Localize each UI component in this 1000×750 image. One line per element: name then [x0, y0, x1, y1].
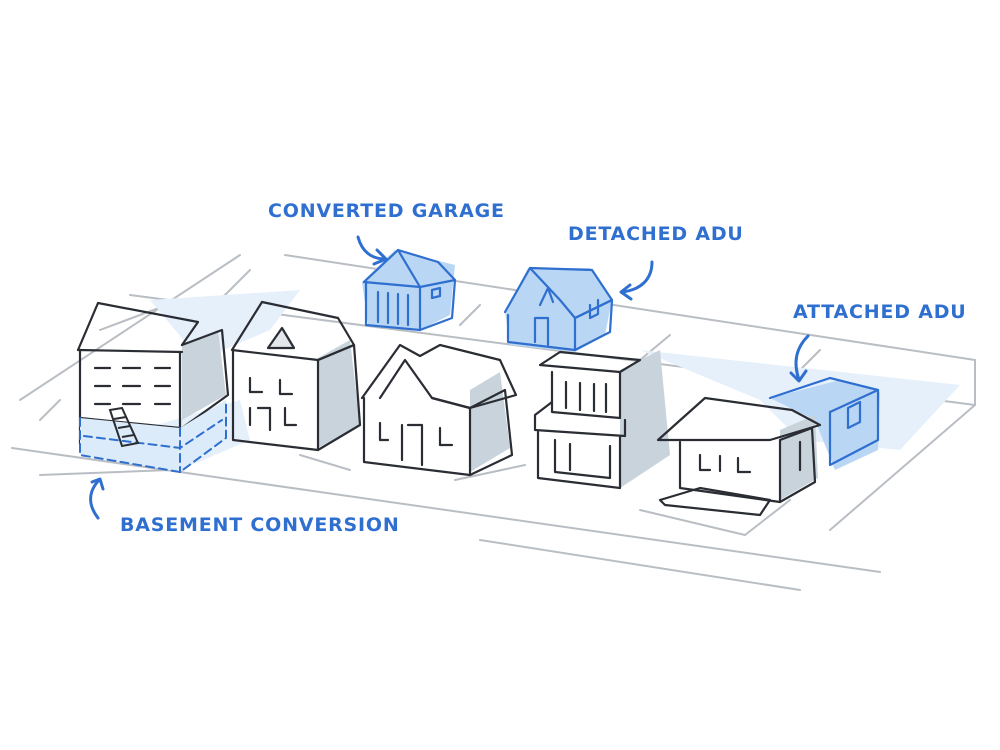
converted-garage [362, 248, 457, 332]
house-four [533, 350, 670, 490]
attached-adu [768, 376, 880, 470]
house-five [656, 396, 822, 517]
detached-adu-label: DETACHED ADU [568, 223, 744, 245]
house-three [360, 343, 518, 477]
converted-garage-label: CONVERTED GARAGE [268, 200, 505, 222]
attached-adu-label: ATTACHED ADU [793, 301, 967, 323]
curved-arrow-icon [356, 235, 388, 266]
house-two [230, 300, 362, 452]
curved-arrow-icon [619, 260, 654, 301]
curved-arrow-icon [89, 477, 105, 520]
basement-highlight [79, 399, 227, 474]
detached-adu [503, 266, 614, 352]
curved-arrow-icon [789, 334, 810, 383]
basement-conversion-label: BASEMENT CONVERSION [120, 514, 400, 536]
